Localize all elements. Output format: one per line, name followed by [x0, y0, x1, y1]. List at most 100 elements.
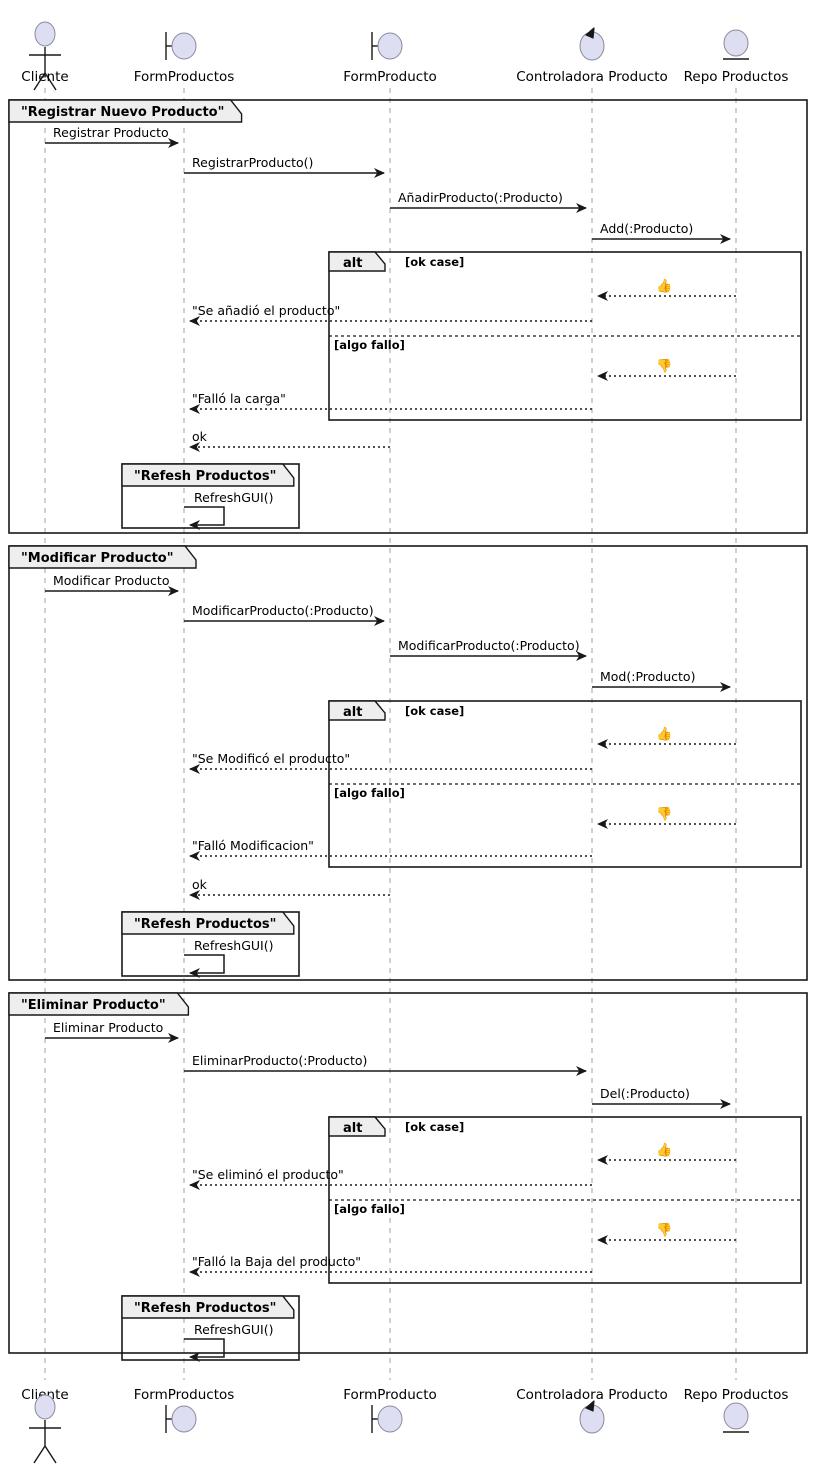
group-2-message-0: Eliminar Producto [45, 1020, 179, 1043]
actor-leg-left-icon [33, 1445, 46, 1464]
participant-formproductos-bottom [165, 1405, 197, 1433]
group-2-alt: alt[ok case][algo fallo] [328, 1116, 802, 1284]
group-1-alt-branch-0-message-0: 👍 [597, 726, 736, 749]
actor-leg-right-icon [44, 72, 57, 91]
actor-head-icon [34, 21, 56, 47]
group-0-frame [8, 99, 808, 534]
participant-label-controladora-bottom: Controladora Producto [516, 1387, 668, 1403]
group-1-alt-header [328, 700, 386, 721]
participant-label-formproductos-top: FormProductos [134, 69, 235, 85]
participant-cliente-bottom [29, 1394, 61, 1464]
group-2-nested-self-message-line [184, 1338, 225, 1362]
group-2-alt-label: alt [343, 1121, 362, 1136]
group-1-alt-branch-0-message-1: "Se Modificó el producto" [189, 751, 592, 774]
group-2-alt-branch-0-message-1-label: "Se eliminó el producto" [192, 1167, 344, 1182]
group-0-message-2: AñadirProducto(:Producto) [390, 190, 587, 213]
group-1-message-0: Modificar Producto [45, 573, 179, 596]
group-2-nested-group-label: "Refesh Productos" [134, 1301, 276, 1316]
group-2-alt-branch-0-message-0-label: 👍 [656, 1142, 672, 1158]
group-0-alt: alt[ok case][algo fallo] [328, 251, 802, 421]
group-1-message-3-label: Mod(:Producto) [600, 669, 695, 684]
group-2-label: "Eliminar Producto" [21, 998, 166, 1013]
group-2: "Eliminar Producto" [8, 992, 808, 1354]
group-2-nested-group-header [121, 1295, 295, 1319]
group-1-alt-branch-0-message-0-label: 👍 [656, 726, 672, 742]
group-2-nested-self-message-label: RefreshGUI() [194, 1322, 273, 1337]
group-0-message-1-label: RegistrarProducto() [192, 155, 313, 170]
group-2-nested-group: "Refesh Productos" [121, 1295, 300, 1361]
entity-circle-icon [723, 29, 749, 57]
group-2-message-2: Del(:Producto) [592, 1086, 731, 1109]
group-2-alt-branch-1-message-0: 👎 [597, 1222, 736, 1245]
group-0-alt-header [328, 251, 386, 272]
group-2-header [8, 992, 190, 1016]
group-2-alt-guard-0: [ok case] [405, 1120, 464, 1134]
group-1-alt-guard-1: [algo fallo] [334, 786, 405, 800]
boundary-circle-icon [377, 32, 403, 60]
group-1-message-0-label: Modificar Producto [53, 573, 169, 588]
group-0-message-1: RegistrarProducto() [184, 155, 385, 178]
group-0: "Registrar Nuevo Producto" [8, 99, 808, 534]
group-1-alt: alt[ok case][algo fallo] [328, 700, 802, 868]
participant-label-formproductos-bottom: FormProductos [134, 1387, 235, 1403]
actor-leg-left-icon [33, 72, 46, 91]
group-1-nested-self-message-label: RefreshGUI() [194, 938, 273, 953]
group-2-alt-branch-1-message-1: "Falló la Baja del producto" [189, 1254, 592, 1277]
group-0-message-0-label: Registrar Producto [53, 125, 169, 140]
group-0-nested-self-message-line [184, 506, 225, 530]
group-0-nested-self-message: RefreshGUI() [184, 490, 273, 530]
boundary-circle-icon [171, 1405, 197, 1433]
group-0-message-2-label: AñadirProducto(:Producto) [398, 190, 563, 205]
participant-formproducto-top [371, 32, 403, 60]
group-1-label: "Modificar Producto" [21, 551, 174, 566]
group-0-alt-branch-0-message-0: 👍 [597, 278, 736, 301]
group-2-alt-branch-1-message-0-label: 👎 [656, 1222, 672, 1238]
group-0-label: "Registrar Nuevo Producto" [21, 105, 224, 120]
group-0-message-3: Add(:Producto) [592, 221, 731, 244]
group-1-alt-branch-1-message-0: 👎 [597, 806, 736, 829]
group-2-message-1-label: EliminarProducto(:Producto) [192, 1053, 367, 1068]
group-2-nested-self-message: RefreshGUI() [184, 1322, 273, 1362]
control-arrow-icon [585, 27, 595, 39]
group-1-frame [8, 545, 808, 981]
group-0-alt-branch-0-message-1: "Se añadió el producto" [189, 303, 592, 326]
group-1-nested-self-message-line [184, 954, 225, 978]
group-1-alt-branch-1-message-0-label: 👎 [656, 806, 672, 822]
group-1-nested-self-message: RefreshGUI() [184, 938, 273, 978]
group-2-message-1: EliminarProducto(:Producto) [184, 1053, 587, 1076]
group-0-alt-branch-0-message-1-label: "Se añadió el producto" [192, 303, 340, 318]
group-1-alt-guard-0: [ok case] [405, 704, 464, 718]
participant-label-repo-bottom: Repo Productos [684, 1387, 789, 1403]
group-2-alt-branch-0-message-0: 👍 [597, 1142, 736, 1165]
entity-circle-icon [723, 1402, 749, 1430]
group-2-alt-header [328, 1116, 386, 1137]
group-1-message-3: Mod(:Producto) [592, 669, 731, 692]
group-0-header [8, 99, 243, 123]
group-1-header [8, 545, 197, 569]
actor-leg-right-icon [44, 1445, 57, 1464]
participant-cliente-top [29, 21, 61, 91]
group-0-alt-label: alt [343, 256, 362, 271]
group-0-alt-guard-0: [ok case] [405, 255, 464, 269]
group-0-message-0: Registrar Producto [45, 125, 179, 148]
group-1-return-0-label: ok [192, 877, 208, 892]
group-0-nested-group-label: "Refesh Productos" [134, 469, 276, 484]
participant-label-formproducto-top: FormProducto [343, 69, 437, 85]
group-0-nested-self-message-label: RefreshGUI() [194, 490, 273, 505]
participant-repo-top [723, 29, 749, 60]
group-1-alt-branch-0-message-1-label: "Se Modificó el producto" [192, 751, 350, 766]
group-2-message-0-label: Eliminar Producto [53, 1020, 163, 1035]
group-0-return-0: ok [189, 429, 390, 452]
group-1-alt-branch-1-message-1-label: "Falló Modificacion" [192, 838, 314, 853]
participant-formproducto-bottom [371, 1405, 403, 1433]
group-0-alt-branch-0-message-0-label: 👍 [656, 278, 672, 294]
group-1-alt-branch-1-message-1: "Falló Modificacion" [189, 838, 592, 861]
participant-label-controladora-top: Controladora Producto [516, 69, 668, 85]
group-2-alt-branch-0-message-1: "Se eliminó el producto" [189, 1167, 592, 1190]
group-2-frame [8, 992, 808, 1354]
group-1: "Modificar Producto" [8, 545, 808, 981]
group-1-message-2: ModificarProducto(:Producto) [390, 638, 587, 661]
group-0-alt-branch-1-message-1: "Falló la carga" [189, 391, 592, 414]
